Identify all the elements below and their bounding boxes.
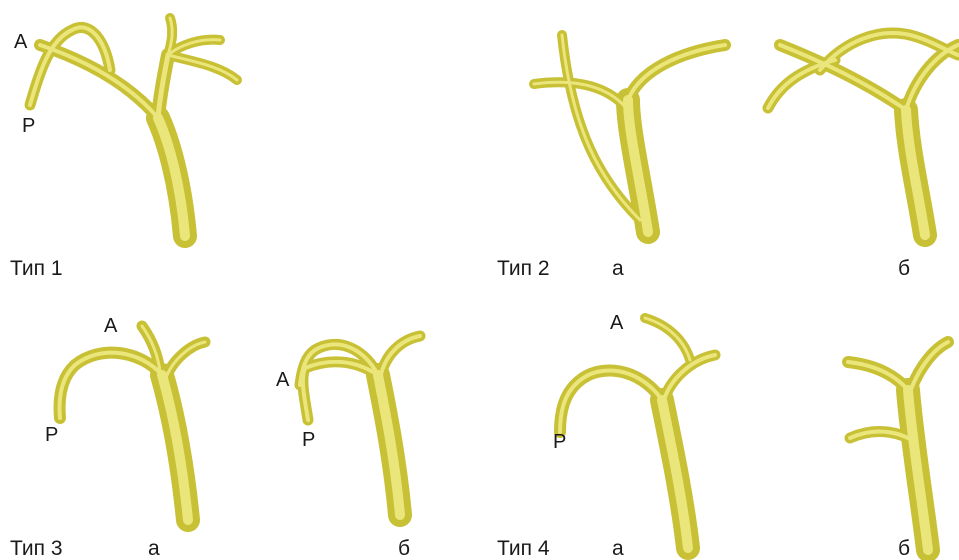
type3-sub-a: а bbox=[148, 538, 160, 559]
type2a-right-branch bbox=[628, 45, 725, 100]
type3a-marker-p: P bbox=[45, 425, 58, 445]
type1-vessel bbox=[30, 18, 237, 236]
type4a-left-arch bbox=[560, 370, 662, 432]
type4b-vessel bbox=[848, 342, 948, 550]
type3b-right-branch bbox=[380, 336, 420, 378]
type1-marker-p: P bbox=[22, 116, 35, 136]
type4a-top-short bbox=[645, 318, 690, 360]
type2-title: Тип 2 bbox=[497, 258, 550, 279]
type3a-vessel bbox=[60, 326, 205, 520]
type4a-marker-a: A bbox=[610, 313, 623, 333]
type3b-marker-a: A bbox=[276, 370, 289, 390]
type4-sub-a: а bbox=[612, 538, 624, 559]
type3a-marker-a: A bbox=[104, 316, 117, 336]
type4-sub-b: б bbox=[898, 538, 910, 559]
type4b-right-branch bbox=[910, 342, 948, 392]
type1-marker-a: A bbox=[14, 32, 27, 52]
type4a-marker-p: P bbox=[553, 432, 566, 452]
type1-left-branch bbox=[40, 45, 158, 118]
type4-title: Тип 4 bbox=[497, 538, 550, 559]
type2-sub-b: б bbox=[898, 258, 910, 279]
type2-sub-a: а bbox=[612, 258, 624, 279]
type3b-vessel bbox=[300, 336, 420, 515]
type3b-marker-p: P bbox=[302, 430, 315, 450]
type4b-left-upper bbox=[848, 362, 908, 390]
type2b-vessel bbox=[768, 33, 958, 235]
type1-title: Тип 1 bbox=[10, 258, 63, 279]
type3-sub-b: б bbox=[398, 538, 410, 559]
type2a-vessel bbox=[534, 35, 725, 232]
type4a-vessel bbox=[560, 318, 715, 548]
type3a-right-branch bbox=[165, 342, 205, 380]
type2b-right-branch bbox=[906, 45, 958, 110]
type3-title: Тип 3 bbox=[10, 538, 63, 559]
